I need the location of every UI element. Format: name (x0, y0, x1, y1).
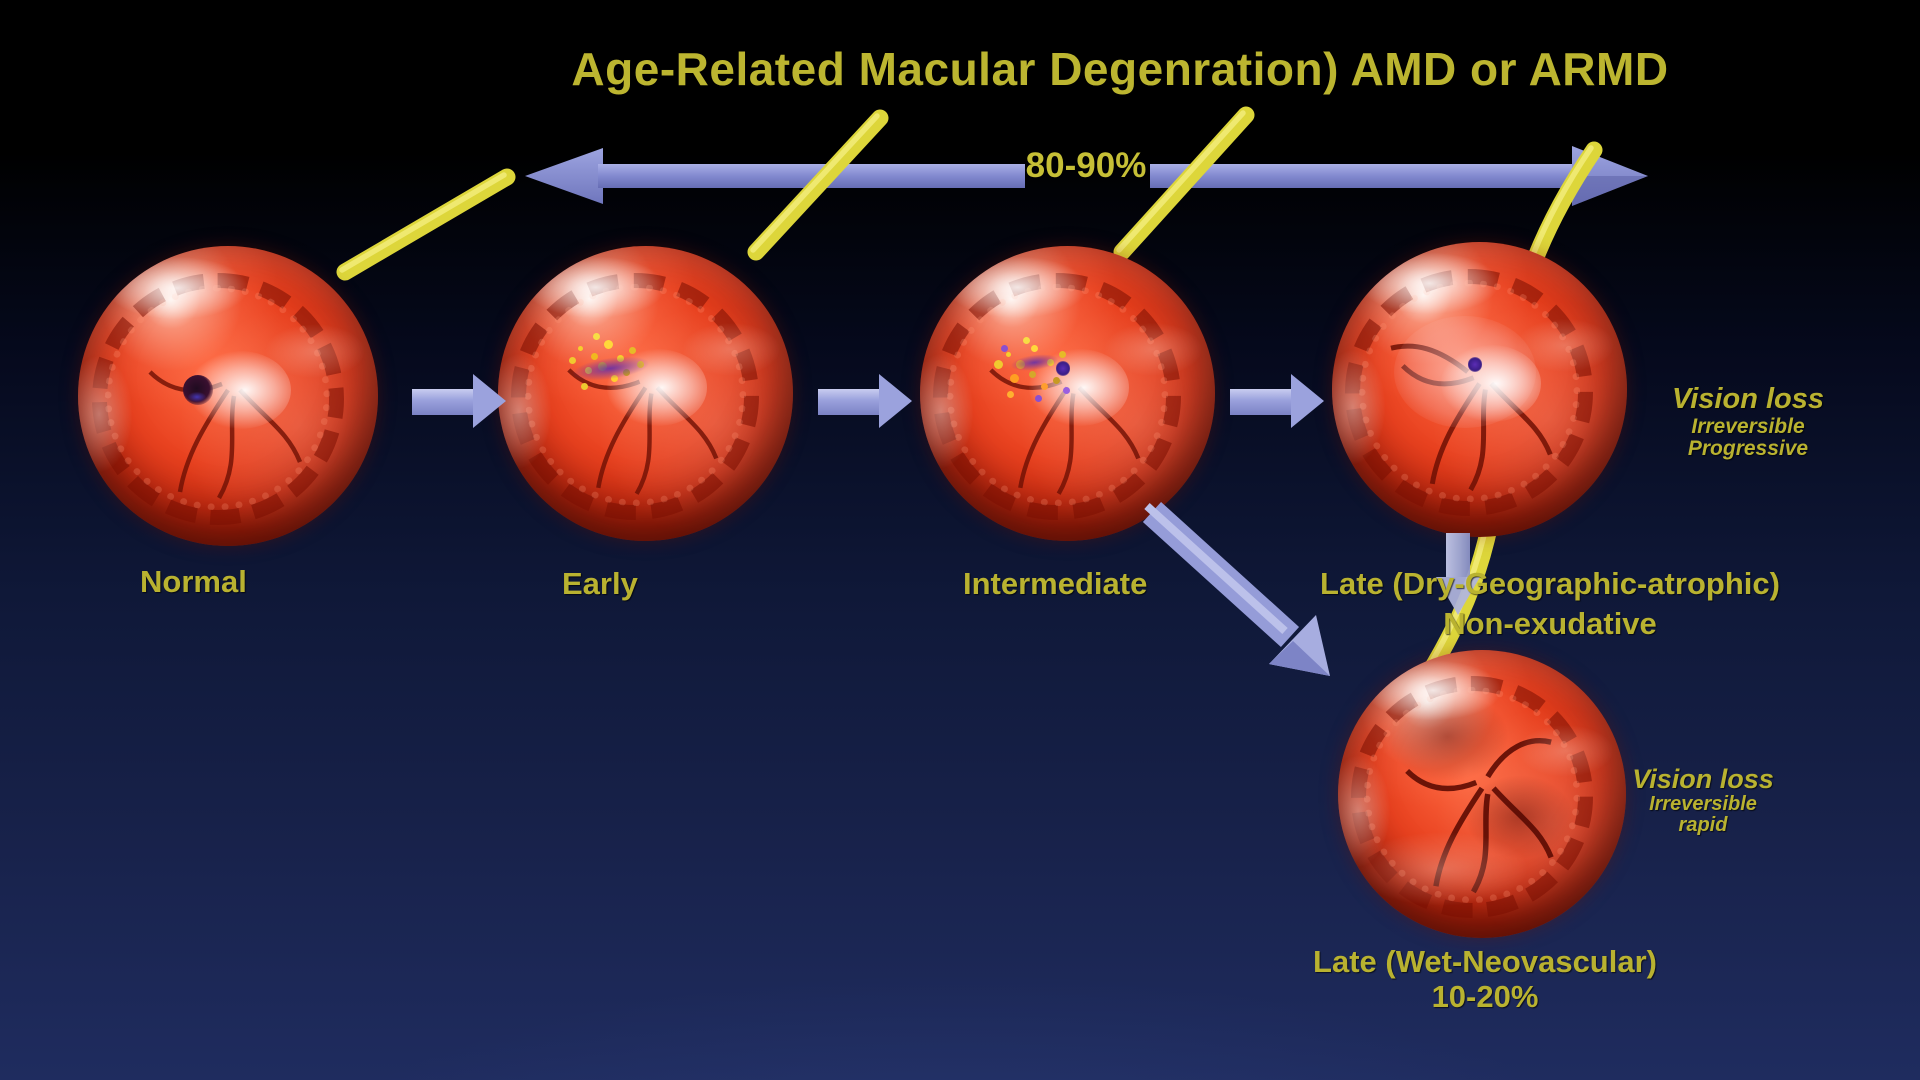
progression-arrow-icon (818, 374, 912, 428)
stage-label-late-wet: Late (Wet-Neovascular) 10-20% (1290, 944, 1680, 1014)
eye-illustration-normal (78, 246, 378, 546)
note-line: Irreversible (1649, 793, 1757, 815)
note-title: Vision loss (1671, 383, 1825, 415)
note-line: Irreversible (1691, 415, 1805, 438)
vision-loss-note-dry: Vision loss Irreversible Progressive (1660, 383, 1836, 460)
progression-arrow-icon (1230, 374, 1324, 428)
stage-label-late-wet-line2: 10-20% (1431, 979, 1539, 1014)
prevalence-label: 80-90% (1025, 146, 1147, 185)
stage-label-intermediate: Intermediate (963, 566, 1148, 601)
stage-label-normal: Normal (140, 564, 247, 599)
eye-illustration-early (498, 246, 793, 541)
progression-arrow-diagonal-icon (1142, 501, 1330, 676)
progression-arrow-icon (412, 374, 506, 428)
stage-label-late-dry-line2: Non-exudative (1443, 606, 1657, 641)
stage-label-late-dry-line1: Late (Dry-Geographic-atrophic) (1320, 566, 1780, 601)
stage-label-early: Early (562, 566, 638, 601)
stage-label-late-dry: Late (Dry-Geographic-atrophic) Non-exuda… (1300, 564, 1800, 644)
eye-illustration-late-wet (1338, 650, 1626, 938)
diagram-title: Age-Related Macular Degenration) AMD or … (571, 43, 1669, 95)
note-title: Vision loss (1632, 764, 1774, 794)
vision-loss-note-wet: Vision loss Irreversible rapid (1620, 764, 1786, 836)
eye-illustration-late-dry (1332, 242, 1627, 537)
note-line: Progressive (1687, 437, 1809, 460)
eye-illustration-intermediate (920, 246, 1215, 541)
progression-arrow-down-icon (1436, 533, 1480, 617)
stage-label-late-wet-line1: Late (Wet-Neovascular) (1313, 944, 1657, 979)
note-line: rapid (1678, 814, 1728, 836)
